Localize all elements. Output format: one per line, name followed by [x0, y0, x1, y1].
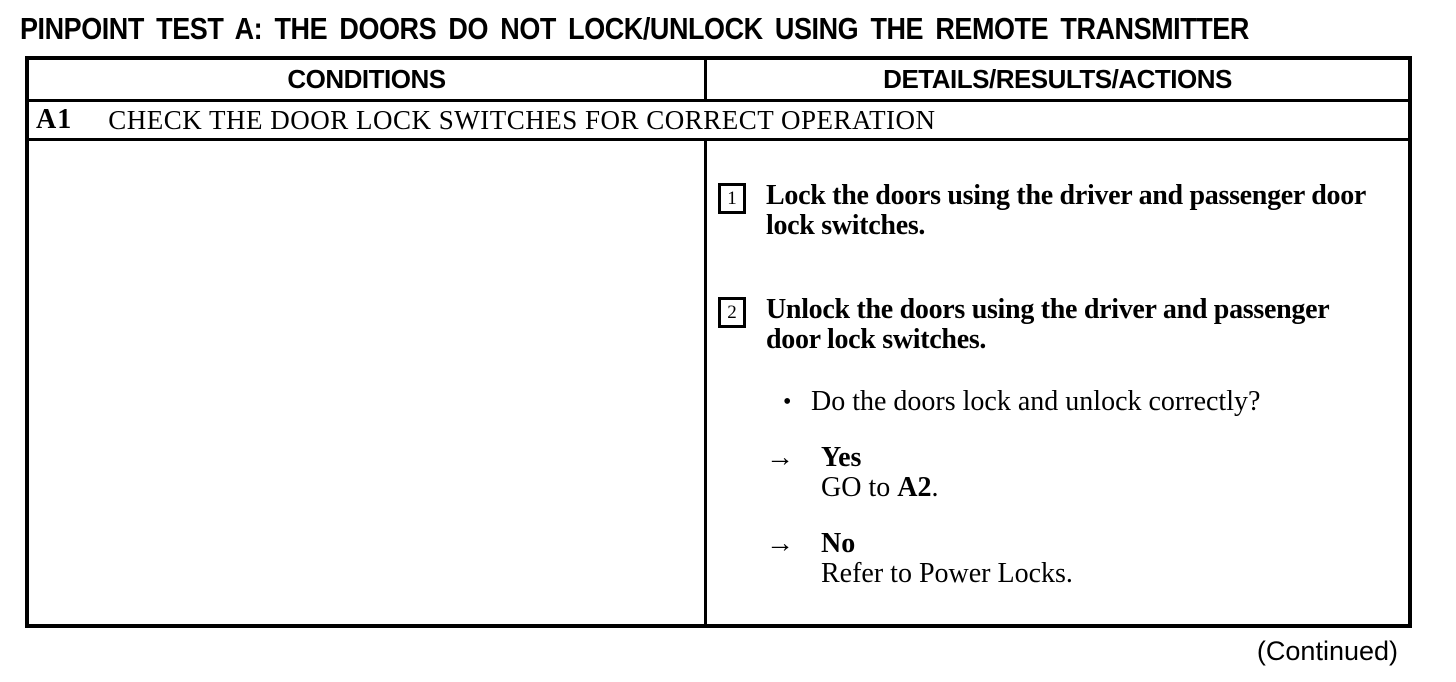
step-instruction-text: Unlock the doors using the driver and pa… [766, 294, 1330, 355]
step-text-line: door lock switches. [766, 324, 987, 355]
result-action: GO to A2. [821, 473, 938, 503]
step-instruction-text: Lock the doors using the driver and pass… [766, 181, 1366, 241]
step-text-line: Lock the doors using the driver and pass… [766, 180, 1367, 211]
instruction-step-1: 1 Lock the doors using the driver and pa… [707, 181, 1408, 241]
step-number-box: 2 [718, 297, 746, 328]
table-header-row: CONDITIONS DETAILS/RESULTS/ACTIONS [29, 60, 1408, 102]
pinpoint-test-table: CONDITIONS DETAILS/RESULTS/ACTIONS A1 CH… [25, 56, 1412, 628]
arrow-right-icon: → [766, 528, 794, 559]
action-reference: A2 [897, 472, 932, 503]
test-step-id: A1 [36, 104, 73, 135]
test-question: • Do the doors lock and unlock correctly… [707, 387, 1408, 417]
test-step-title-row: A1 CHECK THE DOOR LOCK SWITCHES FOR CORR… [29, 102, 1408, 141]
result-label-no: No [821, 528, 856, 559]
header-conditions: CONDITIONS [29, 60, 707, 99]
result-label-yes: Yes [821, 442, 862, 473]
page-title: PINPOINT TEST A: THE DOORS DO NOT LOCK/U… [20, 11, 1249, 46]
action-text: Refer to Power Locks. [821, 558, 1073, 589]
result-yes: → Yes GO to A2. [707, 443, 1408, 503]
table-body-row: 1 Lock the doors using the driver and pa… [29, 141, 1408, 624]
step-number-box: 1 [718, 183, 746, 214]
step-text-line: Unlock the doors using the driver and pa… [766, 294, 1330, 325]
step-text-line: lock switches. [766, 210, 926, 241]
question-text: Do the doors lock and unlock correctly? [811, 386, 1261, 417]
details-cell: 1 Lock the doors using the driver and pa… [707, 141, 1408, 624]
result-body: No Refer to Power Locks. [821, 529, 1073, 589]
bullet-icon: • [783, 389, 792, 415]
result-body: Yes GO to A2. [821, 443, 938, 503]
result-no: → No Refer to Power Locks. [707, 529, 1408, 589]
arrow-right-icon: → [766, 442, 794, 473]
header-details-results-actions: DETAILS/RESULTS/ACTIONS [883, 64, 1232, 94]
action-text: . [931, 472, 939, 503]
conditions-cell [29, 141, 707, 624]
continued-note: (Continued) [1256, 636, 1398, 666]
instruction-step-2: 2 Unlock the doors using the driver and … [707, 295, 1408, 355]
result-action: Refer to Power Locks. [821, 559, 1073, 589]
test-step-label: CHECK THE DOOR LOCK SWITCHES FOR CORRECT… [108, 104, 936, 135]
action-text: GO to [821, 472, 898, 503]
